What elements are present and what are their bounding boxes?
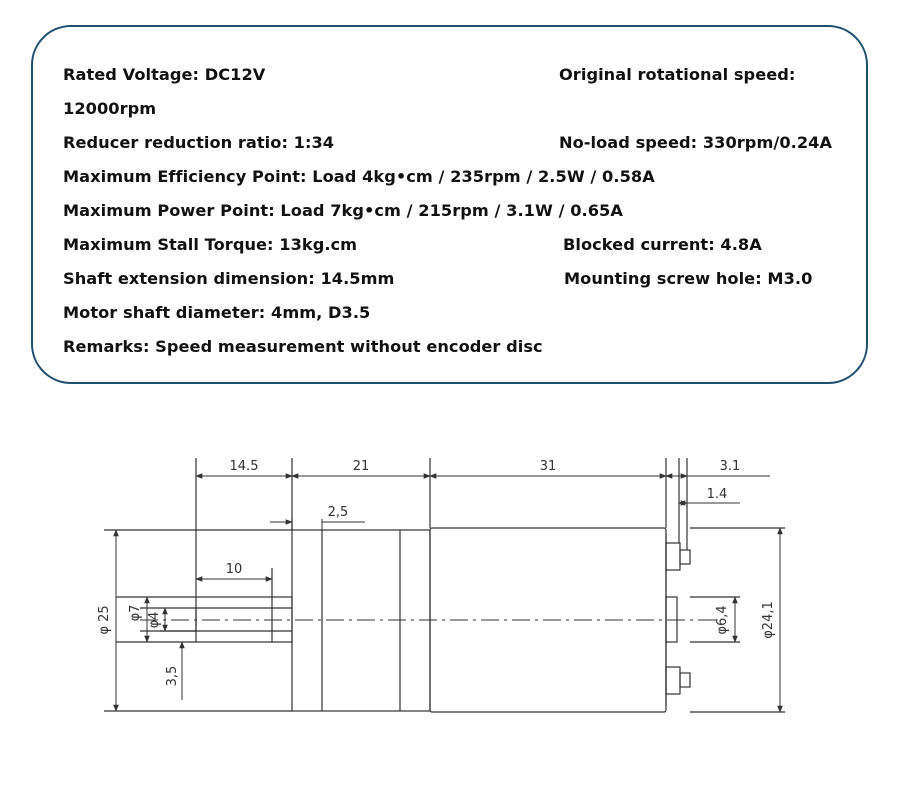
spec-max-power: Maximum Power Point: Load 7kg•cm / 215rp… [63, 201, 623, 220]
spec-remarks: Remarks: Speed measurement without encod… [63, 337, 543, 356]
dim-boss-dia: φ7 [128, 605, 143, 622]
dim-overall-dia: φ 25 [97, 605, 112, 634]
dim-shaft-length: 14.5 [230, 459, 259, 474]
spec-no-load-speed: No-load speed: 330rpm/0.24A [559, 133, 833, 152]
dim-flange-width: 2,5 [328, 505, 349, 520]
spec-max-efficiency: Maximum Efficiency Point: Load 4kg•cm / … [63, 167, 655, 186]
terminal-bottom [665, 666, 681, 695]
motor-drawing: 14.5 21 31 3.1 1.4 2,5 10 φ 25 φ7 φ4 3,5… [97, 458, 785, 713]
spec-shaft-diameter: Motor shaft diameter: 4mm, D3.5 [63, 303, 371, 322]
dim-shaft-dia: φ4 [147, 612, 162, 629]
dim-motor-dia: φ24,1 [761, 601, 776, 639]
spec-rated-voltage: Rated Voltage: DC12V [63, 65, 266, 84]
spec-reduction-ratio: Reducer reduction ratio: 1:34 [63, 133, 335, 152]
dim-gearbox-length: 21 [353, 459, 370, 474]
spec-original-speed: Original rotational speed: [559, 65, 796, 84]
spec-card [31, 25, 868, 384]
spec-shaft-extension: Shaft extension dimension: 14.5mm [63, 269, 395, 288]
spec-original-speed-value: 12000rpm [63, 99, 157, 118]
dim-rear-length: 3.1 [720, 459, 741, 474]
dim-rear-boss-dia: φ6,4 [715, 605, 730, 634]
terminal-top [665, 542, 681, 571]
dim-flat-length: 10 [226, 562, 243, 577]
spec-stall-torque: Maximum Stall Torque: 13kg.cm [63, 235, 358, 254]
dim-flat-offset: 3,5 [165, 666, 180, 687]
spec-mounting-hole: Mounting screw hole: M3.0 [564, 269, 813, 288]
dim-terminal-offset: 1.4 [707, 487, 728, 502]
spec-blocked-current: Blocked current: 4.8A [563, 235, 762, 254]
dim-motor-length: 31 [540, 459, 557, 474]
